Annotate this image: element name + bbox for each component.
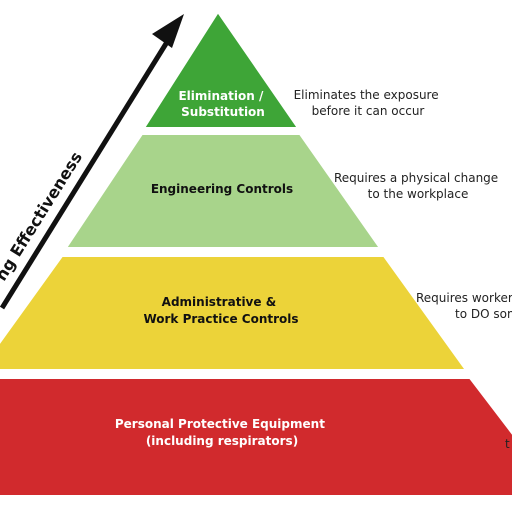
tier-administrative-label: Administrative & Work Practice Controls bbox=[143, 295, 298, 326]
note-ppe: t bbox=[505, 437, 510, 451]
tier-elimination-label: Elimination / Substitution bbox=[178, 89, 267, 119]
tier-ppe-label: Personal Protective Equipment (including… bbox=[115, 417, 329, 448]
note-administrative: Requires worker to DO som bbox=[416, 291, 512, 321]
tier-administrative-shape bbox=[0, 255, 468, 371]
note-elimination: Eliminates the exposure before it can oc… bbox=[294, 88, 443, 118]
effectiveness-arrow-line bbox=[0, 32, 175, 310]
tier-ppe-shape bbox=[0, 377, 512, 497]
tier-engineering-shape bbox=[64, 133, 382, 249]
note-engineering: Requires a physical change to the workpl… bbox=[334, 171, 502, 201]
tier-elimination-shape bbox=[142, 10, 300, 129]
tier-engineering-label: Engineering Controls bbox=[151, 182, 293, 196]
effectiveness-arrow-head-icon bbox=[152, 14, 184, 48]
